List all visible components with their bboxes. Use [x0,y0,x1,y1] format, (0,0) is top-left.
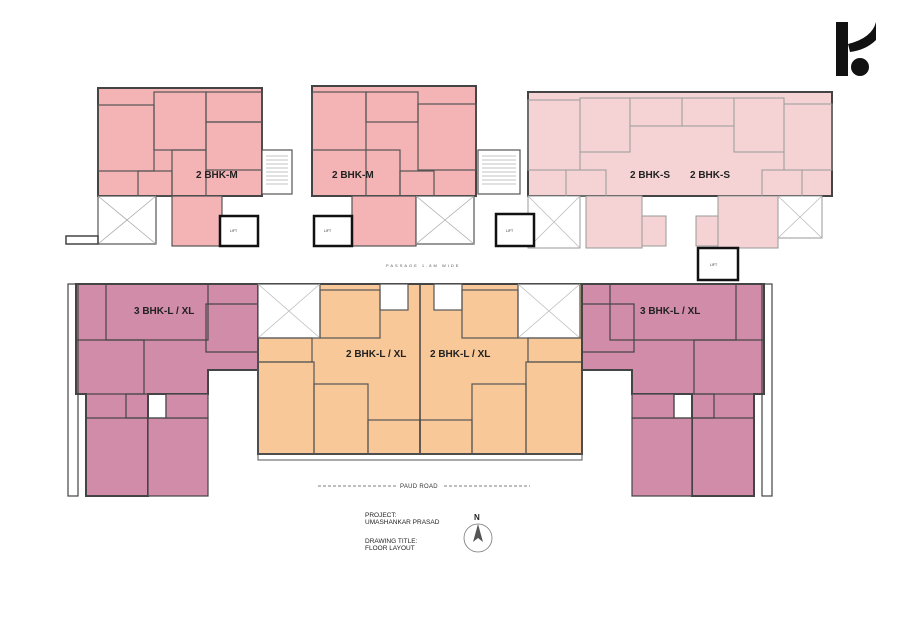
drawing-title-label: DRAWING TITLE: [365,538,418,545]
north-label: N [474,513,480,522]
lift-label: LIFT [230,229,238,233]
unit-label-2bhk-s-left: 2 BHK-S [630,170,670,181]
brand-logo [836,22,876,76]
passage-label: PASSAGE 1.8M WIDE [386,263,460,268]
unit-3bhk-lxl-right [581,283,773,497]
lift-label: LIFT [506,229,514,233]
unit-label-2bhk-lxl-right: 2 BHK-L / XL [430,349,490,360]
north-arrow-icon: N [463,513,493,553]
lift-label: LIFT [324,229,332,233]
staircase-middle [477,149,521,195]
unit-3bhk-lxl-left [67,283,259,497]
unit-2bhk-s-pair: LIFT LIFT [494,91,833,282]
unit-label-2bhk-m-right: 2 BHK-M [332,170,374,181]
road-label: PAUD ROAD [400,484,438,490]
unit-2bhk-m-left: LIFT [65,87,263,248]
drawing-title-value: FLOOR LAYOUT [365,545,415,552]
project-label: PROJECT: [365,512,397,519]
unit-label-2bhk-s-right: 2 BHK-S [690,170,730,181]
unit-label-3bhk-lxl-left: 3 BHK-L / XL [134,306,194,317]
unit-2bhk-m-right: LIFT [311,85,477,248]
paud-road: PAUD ROAD [318,484,530,490]
unit-label-2bhk-m-left: 2 BHK-M [196,170,238,181]
lift-label: LIFT [710,263,718,267]
unit-2bhk-lxl-pair [257,283,583,461]
project-value: UMASHANKAR PRASAD [365,519,440,526]
unit-label-3bhk-lxl-right: 3 BHK-L / XL [640,306,700,317]
staircase-left [261,149,293,195]
unit-label-2bhk-lxl-left: 2 BHK-L / XL [346,349,406,360]
